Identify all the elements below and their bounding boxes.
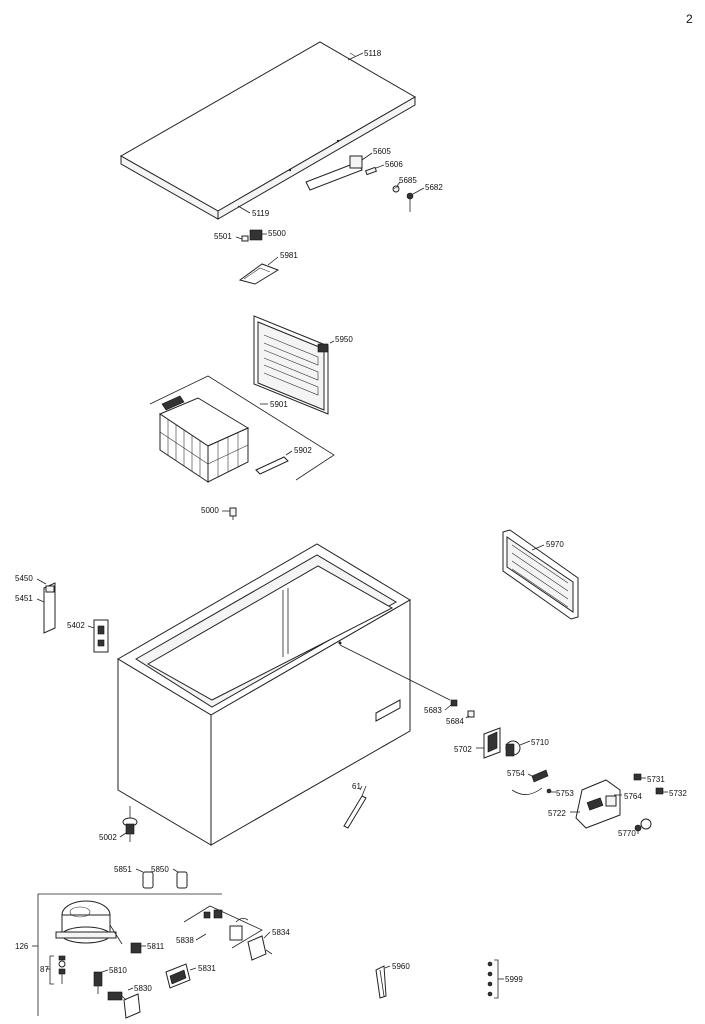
leader-line bbox=[339, 644, 451, 701]
cabinet-part bbox=[117, 543, 411, 846]
hinge-part bbox=[241, 229, 263, 242]
label-5831: 5831 bbox=[198, 964, 216, 973]
hinge-cover-part bbox=[43, 582, 56, 634]
label-5838: 5838 bbox=[176, 936, 194, 945]
knob-dial-part bbox=[634, 818, 652, 832]
knob-cap-part bbox=[467, 710, 475, 718]
label-5732: 5732 bbox=[669, 789, 687, 798]
terminal-cover-part bbox=[165, 963, 191, 989]
control-panel-part bbox=[575, 779, 621, 829]
thermostat-housing-part bbox=[483, 727, 501, 759]
label-5999: 5999 bbox=[505, 975, 523, 984]
led-part bbox=[633, 773, 642, 781]
led-holder-part bbox=[655, 787, 664, 795]
label-5901: 5901 bbox=[270, 400, 288, 409]
label-5764: 5764 bbox=[624, 792, 642, 801]
label-87: 87 bbox=[40, 965, 49, 974]
label-5451: 5451 bbox=[15, 594, 33, 603]
label-5960: 5960 bbox=[392, 962, 410, 971]
mounting-stack-part bbox=[58, 955, 66, 984]
label-126: 126 bbox=[15, 942, 29, 951]
label-5770: 5770 bbox=[618, 829, 636, 838]
starter-part bbox=[107, 991, 141, 1019]
capillary-part bbox=[511, 769, 549, 795]
basket-group-outline bbox=[149, 375, 335, 481]
label-5685: 5685 bbox=[399, 176, 417, 185]
relay-part bbox=[130, 942, 142, 954]
label-5830: 5830 bbox=[134, 984, 152, 993]
wiring-part bbox=[203, 909, 249, 941]
capacitor-part bbox=[247, 935, 273, 961]
label-5002: 5002 bbox=[99, 833, 117, 842]
bracket-part bbox=[238, 263, 280, 285]
label-61: 61 bbox=[352, 782, 361, 791]
label-5753: 5753 bbox=[556, 789, 574, 798]
sleeve-part bbox=[176, 871, 188, 889]
label-5722: 5722 bbox=[548, 809, 566, 818]
condenser-part bbox=[502, 529, 579, 620]
label-5000: 5000 bbox=[201, 506, 219, 515]
compressor-part bbox=[55, 900, 123, 945]
screw-set-part bbox=[487, 961, 493, 997]
label-5970: 5970 bbox=[546, 540, 564, 549]
label-5710: 5710 bbox=[531, 738, 549, 747]
compressor-group-outline bbox=[37, 893, 222, 1016]
lid-part bbox=[119, 41, 416, 220]
label-5850: 5850 bbox=[151, 865, 169, 874]
handle-part bbox=[305, 155, 363, 191]
hinge-bracket-part bbox=[93, 619, 109, 653]
thermostat-part bbox=[505, 740, 521, 757]
page-number: 2 bbox=[686, 12, 693, 26]
label-5702: 5702 bbox=[454, 745, 472, 754]
bracket-clip-part bbox=[375, 965, 387, 999]
label-5950: 5950 bbox=[335, 335, 353, 344]
divider-part bbox=[253, 315, 329, 415]
label-5119: 5119 bbox=[252, 209, 270, 218]
electrical-group-outline bbox=[183, 905, 263, 949]
label-5754: 5754 bbox=[507, 769, 525, 778]
pin-part bbox=[364, 166, 378, 176]
scraper-part bbox=[343, 785, 367, 829]
label-5981: 5981 bbox=[280, 251, 298, 260]
bracket-5999 bbox=[494, 959, 499, 999]
label-5682: 5682 bbox=[425, 183, 443, 192]
label-5402: 5402 bbox=[67, 621, 85, 630]
bracket-87 bbox=[49, 955, 54, 985]
label-5118: 5118 bbox=[364, 49, 382, 58]
foot-part bbox=[122, 806, 138, 842]
clip-part bbox=[546, 788, 552, 794]
label-5683: 5683 bbox=[424, 706, 442, 715]
label-5606: 5606 bbox=[385, 160, 403, 169]
label-5811: 5811 bbox=[147, 942, 165, 951]
lock-part bbox=[406, 192, 414, 212]
label-5731: 5731 bbox=[647, 775, 665, 784]
label-5851: 5851 bbox=[114, 865, 132, 874]
label-5500: 5500 bbox=[268, 229, 286, 238]
label-5501: 5501 bbox=[214, 232, 232, 241]
label-5450: 5450 bbox=[15, 574, 33, 583]
basket-handle-part bbox=[255, 456, 289, 475]
screw-part bbox=[392, 185, 400, 193]
label-5684: 5684 bbox=[446, 717, 464, 726]
label-5902: 5902 bbox=[294, 446, 312, 455]
label-5834: 5834 bbox=[272, 928, 290, 937]
label-5605: 5605 bbox=[373, 147, 391, 156]
overload-part bbox=[93, 971, 103, 994]
basket-part bbox=[158, 395, 250, 483]
grommet-part bbox=[142, 871, 154, 889]
label-5810: 5810 bbox=[109, 966, 127, 975]
knob-part bbox=[450, 699, 458, 707]
drain-plug-part bbox=[229, 507, 237, 520]
